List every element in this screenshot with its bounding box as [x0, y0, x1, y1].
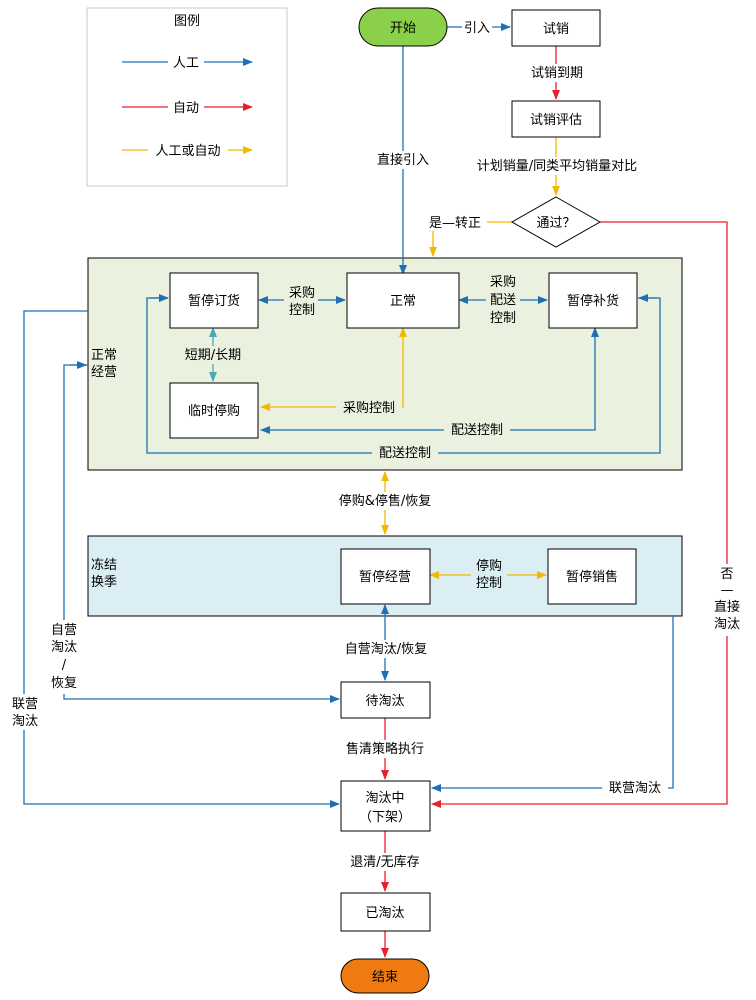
edge-joint-eliminate-left: [23, 310, 340, 808]
end-node-label: 结束: [372, 970, 398, 985]
legend-auto-label: 自动: [173, 101, 199, 116]
edge-label-self-2: 淘汰: [51, 640, 77, 655]
normal-area-label-2: 经营: [91, 365, 117, 380]
edge-label-clearance: 售清策略执行: [346, 741, 424, 757]
edge-label-clear-stock: 退清/无库存: [350, 854, 419, 870]
pause-sales-label: 暂停销售: [566, 569, 618, 585]
temp-stop-label: 临时停购: [188, 403, 240, 419]
pause-sales-node: [547, 548, 637, 605]
legend-box: [86, 7, 288, 187]
trial-node: [511, 9, 601, 47]
start-node: [358, 7, 448, 47]
edge-label-compare: 计划销量/同类平均销量对比: [477, 159, 637, 174]
normal-node: [346, 272, 460, 329]
eliminating-label-2: （下架）: [359, 810, 411, 825]
pause-order-node: [169, 272, 259, 329]
edge-label-dist-ctrl-b: 配送控制: [379, 446, 431, 461]
start-node-label: 开始: [390, 21, 416, 36]
edge-label-no-1: 否: [720, 567, 733, 582]
edge-label-no-3: 直接: [714, 599, 740, 615]
pause-replenish-label: 暂停补货: [567, 293, 619, 309]
trial-eval-node-label: 试销评估: [530, 113, 582, 128]
pending-elimination-node: [340, 681, 431, 719]
normal-area-label-1: 正常: [91, 348, 117, 363]
temp-stop-node: [169, 382, 259, 439]
edge-label-no-4: 淘汰: [714, 617, 740, 632]
legend-either-label: 人工或自动: [155, 144, 220, 159]
freeze-area-label-2: 换季: [91, 575, 117, 590]
edge-label-introduce: 引入: [464, 21, 490, 36]
pause-replenish-node: [548, 272, 638, 329]
trial-eval-node: [511, 100, 601, 138]
end-node: [340, 958, 430, 994]
eliminating-node: [340, 780, 431, 832]
pass-decision-node: [510, 196, 602, 248]
edge-label-yes-convert: 是—转正: [429, 216, 481, 231]
eliminated-label: 已淘汰: [365, 906, 404, 921]
eliminated-node: [340, 892, 431, 932]
freeze-area-label-1: 冻结: [91, 557, 117, 573]
edge-label-dist-ctrl-a: 配送控制: [451, 423, 503, 438]
pending-elimination-label: 待淘汰: [365, 694, 404, 709]
edge-label-trial-expire: 试销到期: [531, 66, 583, 81]
edge-replenish-tempstop: [260, 327, 599, 434]
edge-no-direct-eliminate: [431, 221, 728, 808]
edge-label-purchase-ctrl: 采购控制: [343, 400, 395, 416]
pass-decision-label: 通过？: [536, 216, 575, 231]
edge-label-joint-elim: 联营淘汰: [609, 781, 661, 796]
edge-joint-eliminate-right: [431, 616, 674, 792]
trial-node-label: 试销: [543, 22, 569, 37]
legend-manual-label: 人工: [173, 56, 199, 71]
normal-node-label: 正常: [390, 294, 416, 309]
edge-label-stop-buy-1: 停购: [476, 558, 502, 574]
edge-label-self-4: 恢复: [51, 676, 77, 691]
edge-label-purchase-dist-2: 配送: [490, 293, 516, 308]
edge-label-purchase-dist-3: 控制: [490, 311, 516, 326]
edge-label-purchase-ctrl-a2: 控制: [289, 303, 315, 318]
edge-label-joint-1: 联营: [12, 697, 38, 712]
legend-title: 图例: [174, 14, 200, 29]
edge-label-self-3: /: [62, 658, 67, 673]
edge-label-no-2: —: [721, 583, 734, 598]
edge-label-self-1: 自营: [51, 623, 77, 638]
eliminating-label-1: 淘汰中: [365, 791, 404, 806]
edge-label-purchase-dist-1: 采购: [490, 274, 516, 290]
edge-label-self-elim: 自营淘汰/恢复: [345, 642, 427, 657]
edge-label-short-long: 短期/长期: [185, 348, 241, 363]
edge-label-stop-buy-sell: 停购&停售/恢复: [339, 493, 432, 509]
edge-label-direct-introduce: 直接引入: [377, 152, 429, 168]
pause-operation-label: 暂停经营: [359, 569, 411, 585]
edge-label-purchase-ctrl-a1: 采购: [289, 285, 315, 301]
pause-order-label: 暂停订货: [188, 293, 240, 309]
pause-operation-node: [340, 548, 431, 605]
edge-label-joint-2: 淘汰: [12, 714, 38, 729]
edge-label-stop-buy-2: 控制: [476, 576, 502, 591]
